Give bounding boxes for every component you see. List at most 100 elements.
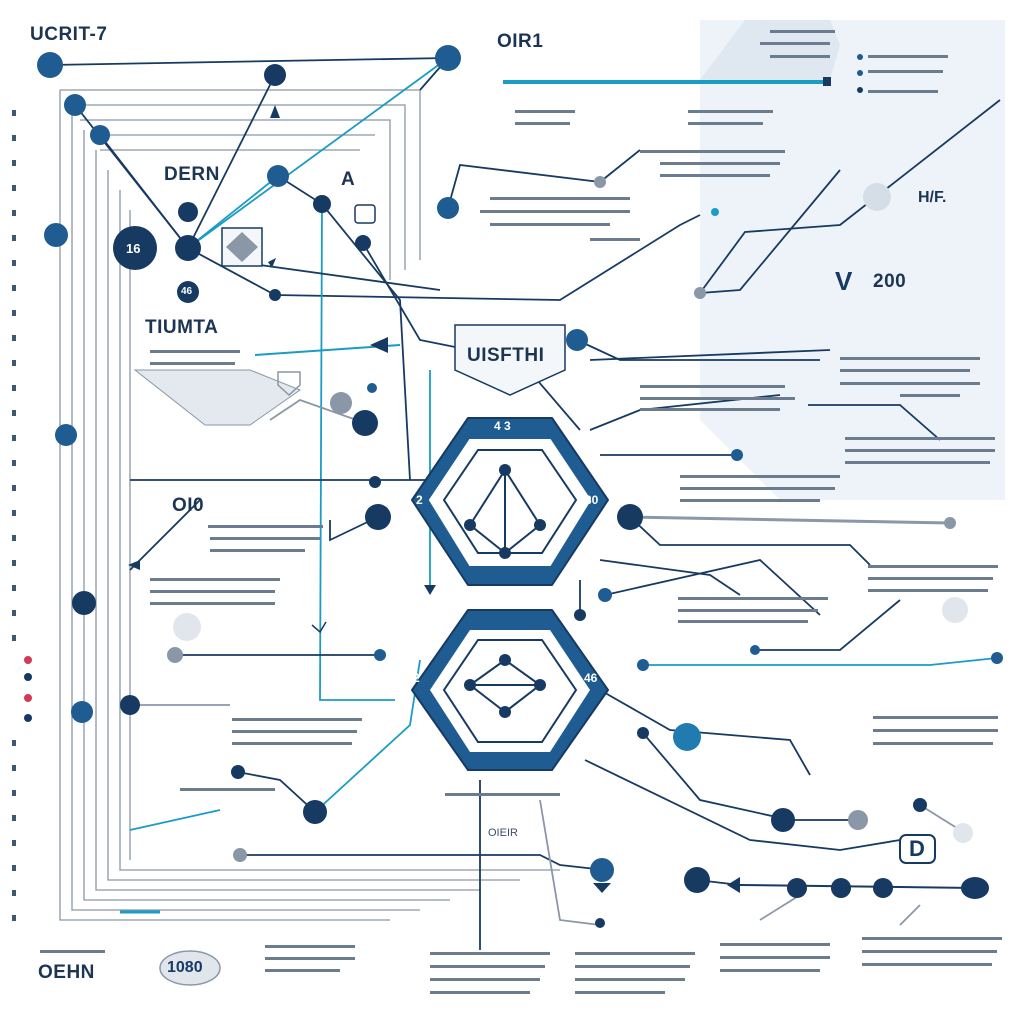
node	[113, 226, 157, 270]
left-marker-dot	[24, 673, 32, 681]
node	[637, 659, 649, 671]
hub-upper-top-value: 4 3	[494, 419, 511, 433]
node	[673, 723, 701, 751]
center-banner-shape	[454, 324, 566, 396]
node	[173, 613, 201, 641]
node	[464, 679, 476, 691]
node	[233, 848, 247, 862]
shield-icon	[277, 371, 301, 397]
node	[369, 476, 381, 488]
node	[598, 588, 612, 602]
node	[499, 547, 511, 559]
legend-dot	[857, 54, 863, 60]
node	[913, 798, 927, 812]
node	[873, 878, 893, 898]
node	[961, 877, 989, 899]
arrowheads	[128, 105, 740, 893]
node	[499, 654, 511, 666]
node	[684, 867, 710, 893]
left-marker-dot	[24, 656, 32, 664]
node	[831, 878, 851, 898]
node	[374, 649, 386, 661]
node	[771, 808, 795, 832]
node	[72, 591, 96, 615]
left-tick-column	[12, 110, 16, 921]
node	[55, 424, 77, 446]
right-v-label: V	[835, 266, 853, 296]
value-pill	[159, 950, 221, 986]
node	[534, 679, 546, 691]
right-value-label: 200	[873, 271, 907, 292]
top-accent-tip	[823, 77, 831, 86]
d-badge-label: D	[909, 836, 925, 861]
left-bracket-lines	[59, 89, 560, 921]
node	[590, 858, 614, 882]
node	[731, 449, 743, 461]
left-diamond	[226, 232, 258, 262]
node	[595, 918, 605, 928]
node	[953, 823, 973, 843]
legend-dot	[857, 87, 863, 93]
tiumta-label: TIUMTA	[145, 317, 219, 338]
left-marker-dot	[24, 714, 32, 722]
node	[464, 519, 476, 531]
node	[991, 652, 1003, 664]
network-nodes	[37, 45, 1003, 928]
bottom-left-label: OEHN	[38, 962, 95, 983]
node	[175, 235, 201, 261]
center-bottom-tag: OIEIR	[488, 827, 518, 839]
node	[534, 519, 546, 531]
top-right-label-panel	[700, 20, 840, 80]
node	[367, 383, 377, 393]
node	[863, 183, 891, 211]
node	[71, 701, 93, 723]
node	[177, 281, 199, 303]
node	[44, 223, 68, 247]
node	[944, 517, 956, 529]
node	[437, 197, 459, 219]
node	[90, 125, 110, 145]
node	[264, 64, 286, 86]
hub-lower-left-value: 2	[413, 671, 420, 685]
node	[365, 504, 391, 530]
node	[499, 706, 511, 718]
hub-lower-right-value: 46	[584, 671, 598, 685]
node	[435, 45, 461, 71]
bottom-pill-value: 1080	[167, 959, 203, 976]
left-big-node-value: 16	[126, 241, 141, 256]
d-badge-box	[899, 834, 936, 864]
left-funnel-shape	[133, 369, 302, 426]
hub-upper-left-value: 2	[416, 493, 423, 507]
node	[352, 410, 378, 436]
top-left-title: UCRIT-7	[30, 24, 108, 45]
node	[64, 94, 86, 116]
node	[594, 176, 606, 188]
node	[231, 765, 245, 779]
top-accent-bar	[503, 80, 823, 84]
node	[303, 800, 327, 824]
node	[637, 727, 649, 739]
node	[750, 645, 760, 655]
node	[178, 202, 198, 222]
right-mid-label: H/F.	[918, 189, 947, 206]
node	[787, 878, 807, 898]
hub-lower	[411, 609, 609, 771]
background-panel	[700, 20, 1005, 500]
node	[617, 504, 643, 530]
center-banner-label: UISFTHI	[467, 345, 545, 366]
node	[313, 195, 331, 213]
node	[694, 287, 706, 299]
node	[37, 52, 63, 78]
node	[499, 464, 511, 476]
node-square	[354, 204, 376, 224]
node	[330, 392, 352, 414]
left-small-node-value: 46	[181, 286, 193, 297]
node	[267, 165, 289, 187]
hub-upper-right-value: 30	[585, 493, 599, 507]
node	[942, 597, 968, 623]
node	[120, 695, 140, 715]
node	[167, 647, 183, 663]
node	[355, 235, 371, 251]
connector-lines	[49, 57, 1001, 950]
